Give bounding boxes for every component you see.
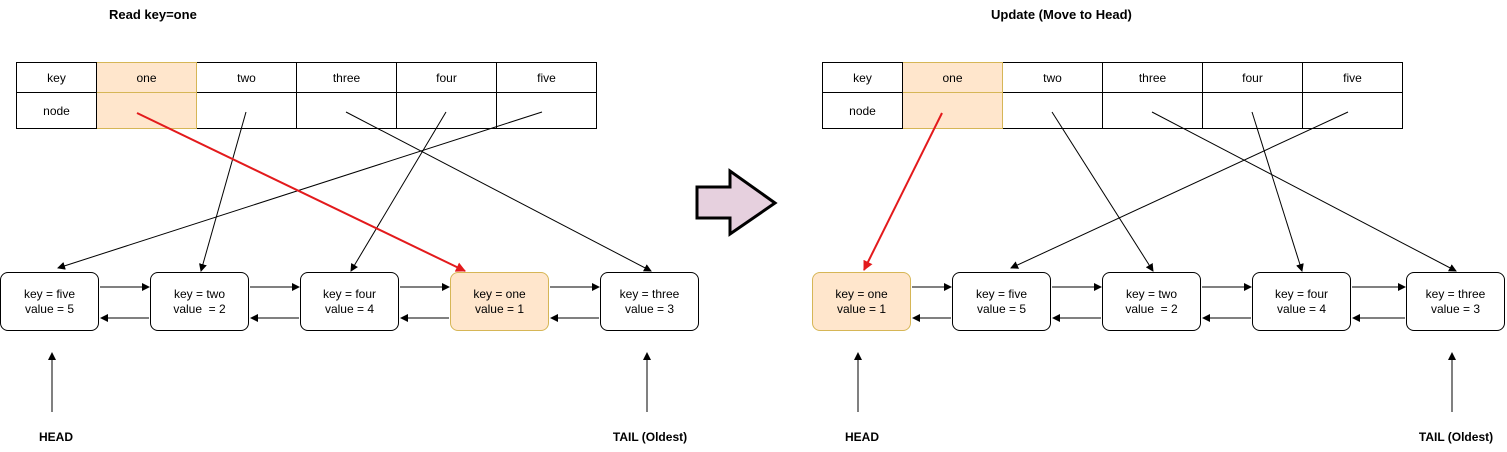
table-key-cell: four bbox=[396, 62, 497, 93]
list-node: key = four value = 4 bbox=[1252, 272, 1351, 331]
table-key-cell: five bbox=[1302, 62, 1403, 93]
table-node-cell bbox=[296, 92, 397, 129]
node-key-text: key = four bbox=[322, 286, 377, 301]
node-value-text: value = 4 bbox=[324, 301, 375, 316]
transition-arrow-icon bbox=[695, 168, 778, 237]
left-hash-table: key one two three four five node bbox=[16, 62, 597, 129]
list-node: key = four value = 4 bbox=[300, 272, 399, 331]
node-value-text: value = 4 bbox=[1276, 301, 1327, 316]
table-row-label-key: key bbox=[822, 62, 903, 93]
table-key-cell: four bbox=[1202, 62, 1303, 93]
pointer-four bbox=[350, 111, 447, 272]
list-node: key = three value = 3 bbox=[1406, 272, 1505, 331]
node-value-text: value = 5 bbox=[24, 301, 75, 316]
node-key-text: key = one bbox=[473, 286, 526, 301]
table-node-cell bbox=[196, 92, 297, 129]
right-hash-table: key one two three four five node bbox=[822, 62, 1403, 129]
table-node-cell bbox=[96, 92, 197, 129]
table-row-label-node: node bbox=[16, 92, 97, 129]
pointer-one-highlight bbox=[136, 112, 466, 272]
tail-label: TAIL (Oldest) bbox=[612, 430, 688, 444]
pointer-two bbox=[199, 111, 247, 272]
right-list-links bbox=[912, 283, 1406, 322]
table-key-cell: three bbox=[296, 62, 397, 93]
node-key-text: key = two bbox=[1125, 286, 1178, 301]
left-table-pointers bbox=[57, 111, 652, 272]
head-label: HEAD bbox=[38, 430, 74, 444]
node-value-text: value = 1 bbox=[836, 301, 887, 316]
node-key-text: key = three bbox=[1425, 286, 1486, 301]
node-value-text: value = 1 bbox=[474, 301, 525, 316]
node-key-text: key = one bbox=[835, 286, 888, 301]
right-table-pointers bbox=[1010, 111, 1457, 272]
node-value-text: value = 3 bbox=[1430, 301, 1481, 316]
right-panel-title: Update (Move to Head) bbox=[991, 7, 1132, 22]
pointer-three bbox=[345, 111, 652, 272]
list-node-highlighted: key = one value = 1 bbox=[812, 272, 911, 331]
pointer-two bbox=[1051, 111, 1154, 272]
node-key-text: key = three bbox=[619, 286, 680, 301]
node-value-text: value = 2 bbox=[173, 301, 226, 316]
table-node-cell bbox=[902, 92, 1003, 129]
node-value-text: value = 2 bbox=[1125, 301, 1178, 316]
node-key-text: key = five bbox=[975, 286, 1028, 301]
table-node-cell bbox=[1302, 92, 1403, 129]
table-node-cell bbox=[1002, 92, 1103, 129]
pointer-five bbox=[1010, 111, 1349, 269]
table-key-cell: one bbox=[96, 62, 197, 93]
list-node: key = three value = 3 bbox=[600, 272, 699, 331]
head-label: HEAD bbox=[844, 430, 880, 444]
table-node-cell bbox=[1102, 92, 1203, 129]
tail-label: TAIL (Oldest) bbox=[1418, 430, 1494, 444]
node-value-text: value = 3 bbox=[624, 301, 675, 316]
node-value-text: value = 5 bbox=[976, 301, 1027, 316]
list-node-highlighted: key = one value = 1 bbox=[450, 272, 549, 331]
table-key-cell: five bbox=[496, 62, 597, 93]
node-key-text: key = five bbox=[23, 286, 76, 301]
pointer-five bbox=[57, 111, 543, 270]
node-key-text: key = four bbox=[1274, 286, 1329, 301]
table-row-label-node: node bbox=[822, 92, 903, 129]
table-key-cell: one bbox=[902, 62, 1003, 93]
table-node-cell bbox=[496, 92, 597, 129]
pointer-three bbox=[1151, 111, 1457, 272]
table-node-cell bbox=[1202, 92, 1303, 129]
list-node: key = two value = 2 bbox=[1102, 272, 1201, 331]
list-node: key = five value = 5 bbox=[0, 272, 99, 331]
left-panel-title: Read key=one bbox=[109, 7, 197, 22]
table-key-cell: two bbox=[196, 62, 297, 93]
left-list-links bbox=[100, 283, 600, 322]
pointer-four bbox=[1251, 111, 1304, 272]
pointer-one-highlight bbox=[863, 112, 943, 271]
list-node: key = five value = 5 bbox=[952, 272, 1051, 331]
node-key-text: key = two bbox=[173, 286, 226, 301]
list-node: key = two value = 2 bbox=[150, 272, 249, 331]
